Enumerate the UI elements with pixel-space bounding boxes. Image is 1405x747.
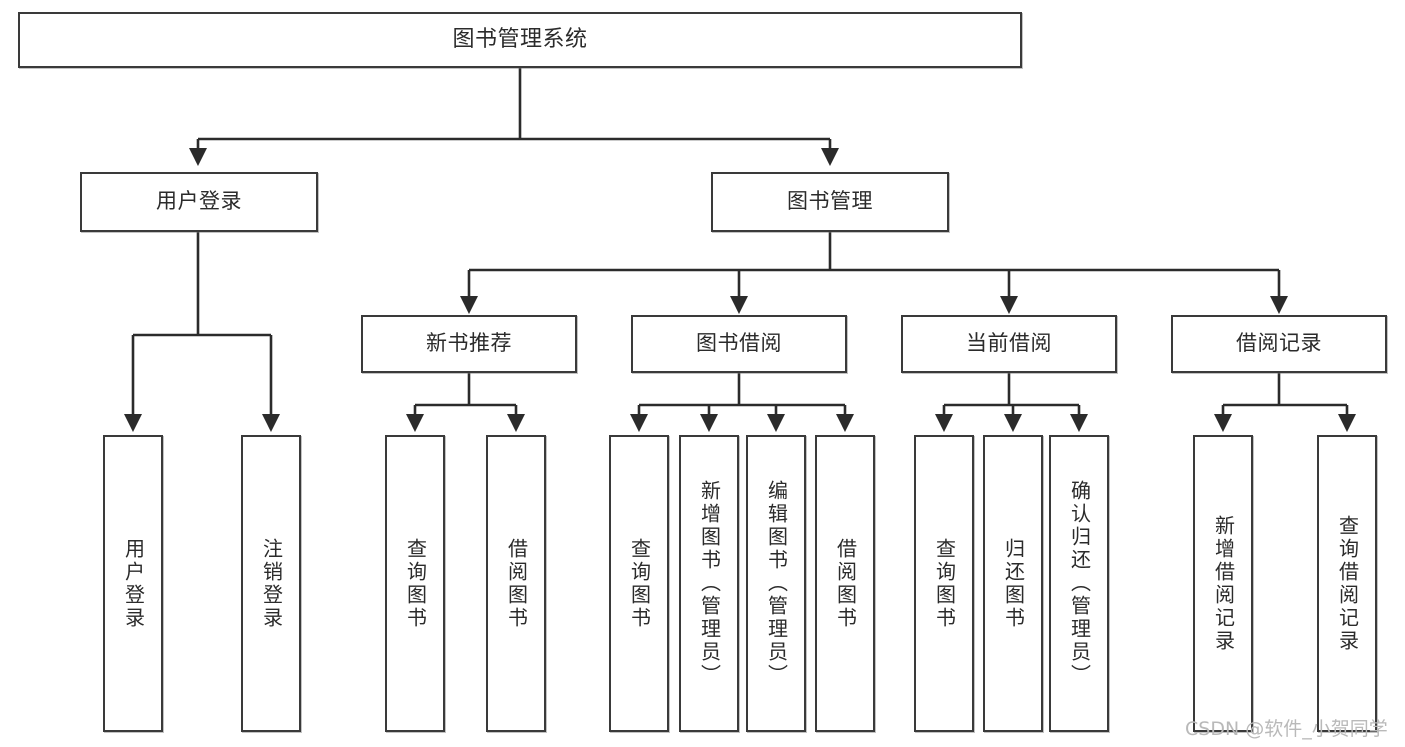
leaf-edit-book-admin[interactable]: 编辑图书（管理员） [746,435,806,732]
leaf-borrow-book[interactable]: 借阅图书 [815,435,875,732]
node-label: 确认归还（管理员） [1067,480,1092,687]
leaf-borrow-book-recommend[interactable]: 借阅图书 [486,435,546,732]
leaf-add-borrow-record[interactable]: 新增借阅记录 [1193,435,1253,732]
node-label: 编辑图书（管理员） [764,480,789,687]
node-label: 借阅记录 [1236,331,1322,356]
leaf-add-book-admin[interactable]: 新增图书（管理员） [679,435,739,732]
leaf-query-book-recommend[interactable]: 查询图书 [385,435,445,732]
csdn-watermark: CSDN @软件_小贺同学 [1185,718,1388,740]
node-label: 当前借阅 [966,331,1052,356]
leaf-query-book-borrow[interactable]: 查询图书 [609,435,669,732]
node-label: 用户登录 [156,189,242,214]
node-label: 图书借阅 [696,331,782,356]
node-book-management[interactable]: 图书管理 [711,172,949,232]
node-borrow-record[interactable]: 借阅记录 [1171,315,1387,373]
node-label: 新增借阅记录 [1211,514,1236,653]
node-label: 借阅图书 [833,537,858,630]
leaf-return-book[interactable]: 归还图书 [983,435,1043,732]
node-label: 图书管理 [787,189,873,214]
leaf-query-book-current[interactable]: 查询图书 [914,435,974,732]
leaf-user-login[interactable]: 用户登录 [103,435,163,732]
node-label: 注销登录 [259,537,284,630]
node-book-borrow[interactable]: 图书借阅 [631,315,847,373]
node-label: 新增图书（管理员） [697,480,722,687]
node-label: 新书推荐 [426,331,512,356]
node-label: 查询图书 [403,537,428,630]
leaf-confirm-return-admin[interactable]: 确认归还（管理员） [1049,435,1109,732]
node-current-borrow[interactable]: 当前借阅 [901,315,1117,373]
node-label: 借阅图书 [504,537,529,630]
node-label: 用户登录 [121,537,146,630]
leaf-user-logout[interactable]: 注销登录 [241,435,301,732]
node-label: 图书管理系统 [452,26,588,52]
node-label: 归还图书 [1001,537,1026,630]
leaf-query-borrow-record[interactable]: 查询借阅记录 [1317,435,1377,732]
node-label: 查询图书 [627,537,652,630]
node-user-login[interactable]: 用户登录 [80,172,318,232]
node-label: 查询图书 [932,537,957,630]
node-root-book-management-system[interactable]: 图书管理系统 [18,12,1022,68]
node-new-book-recommend[interactable]: 新书推荐 [361,315,577,373]
node-label: 查询借阅记录 [1335,514,1360,653]
